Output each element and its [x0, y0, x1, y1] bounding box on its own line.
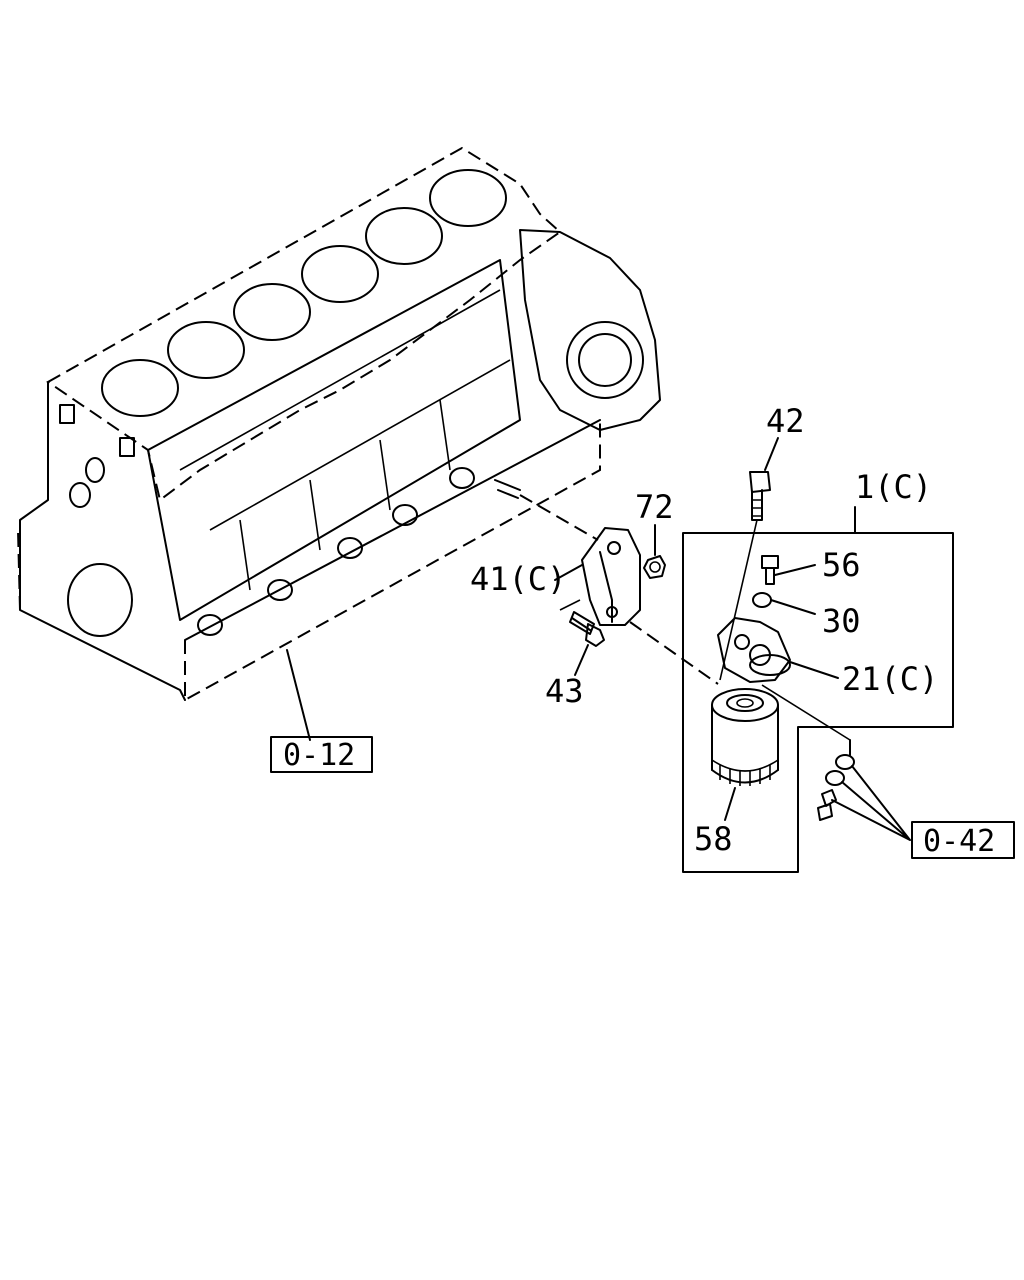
engine-block: [17, 146, 661, 702]
callout-30: 30: [822, 602, 861, 640]
bolt-43-guide: [559, 599, 581, 611]
leader-56: [774, 564, 816, 576]
washer-30: [752, 592, 772, 608]
reference-box-0-12: 0-12: [270, 736, 373, 773]
leader-0-42: [831, 765, 911, 841]
callout-58: 58: [694, 820, 733, 858]
leader-58: [724, 787, 736, 821]
cylinder-bore-3: [233, 283, 311, 341]
callout-21c: 21(C): [842, 660, 938, 698]
cylinder-bore-4: [301, 245, 379, 303]
filter-head-21c: [717, 617, 791, 683]
leader-0-12: [286, 649, 311, 741]
oil-filter-58: [711, 688, 779, 786]
leader-41c: [554, 564, 583, 581]
bolt-43: [569, 611, 605, 647]
callout-1c: 1(C): [855, 468, 932, 506]
filter-head-guide: [761, 684, 851, 741]
leader-42: [764, 437, 779, 471]
cylinder-bore-1: [101, 359, 179, 417]
nut-72: [643, 555, 666, 579]
reference-0-42-label: 0-42: [923, 824, 995, 859]
filter-bracket: [581, 527, 641, 626]
bolt-42-guide: [719, 519, 758, 681]
callout-72: 72: [635, 488, 674, 526]
leader-21c: [789, 661, 839, 679]
callout-56: 56: [822, 546, 861, 584]
assembly-1c-frame: [682, 532, 954, 873]
leader-43: [574, 644, 589, 676]
reference-0-12-label: 0-12: [283, 738, 355, 773]
cylinder-bore-2: [167, 321, 245, 379]
bolt-42: [749, 471, 771, 521]
callout-42: 42: [766, 402, 805, 440]
washer-group-0-42: [817, 754, 855, 821]
callout-43: 43: [545, 672, 584, 710]
leader-30: [770, 599, 816, 615]
bolt-56: [761, 555, 779, 585]
cylinder-bore-6: [429, 169, 507, 227]
cylinder-bore-5: [365, 207, 443, 265]
callout-41c: 41(C): [470, 560, 566, 598]
reference-box-0-42: 0-42: [911, 821, 1015, 859]
